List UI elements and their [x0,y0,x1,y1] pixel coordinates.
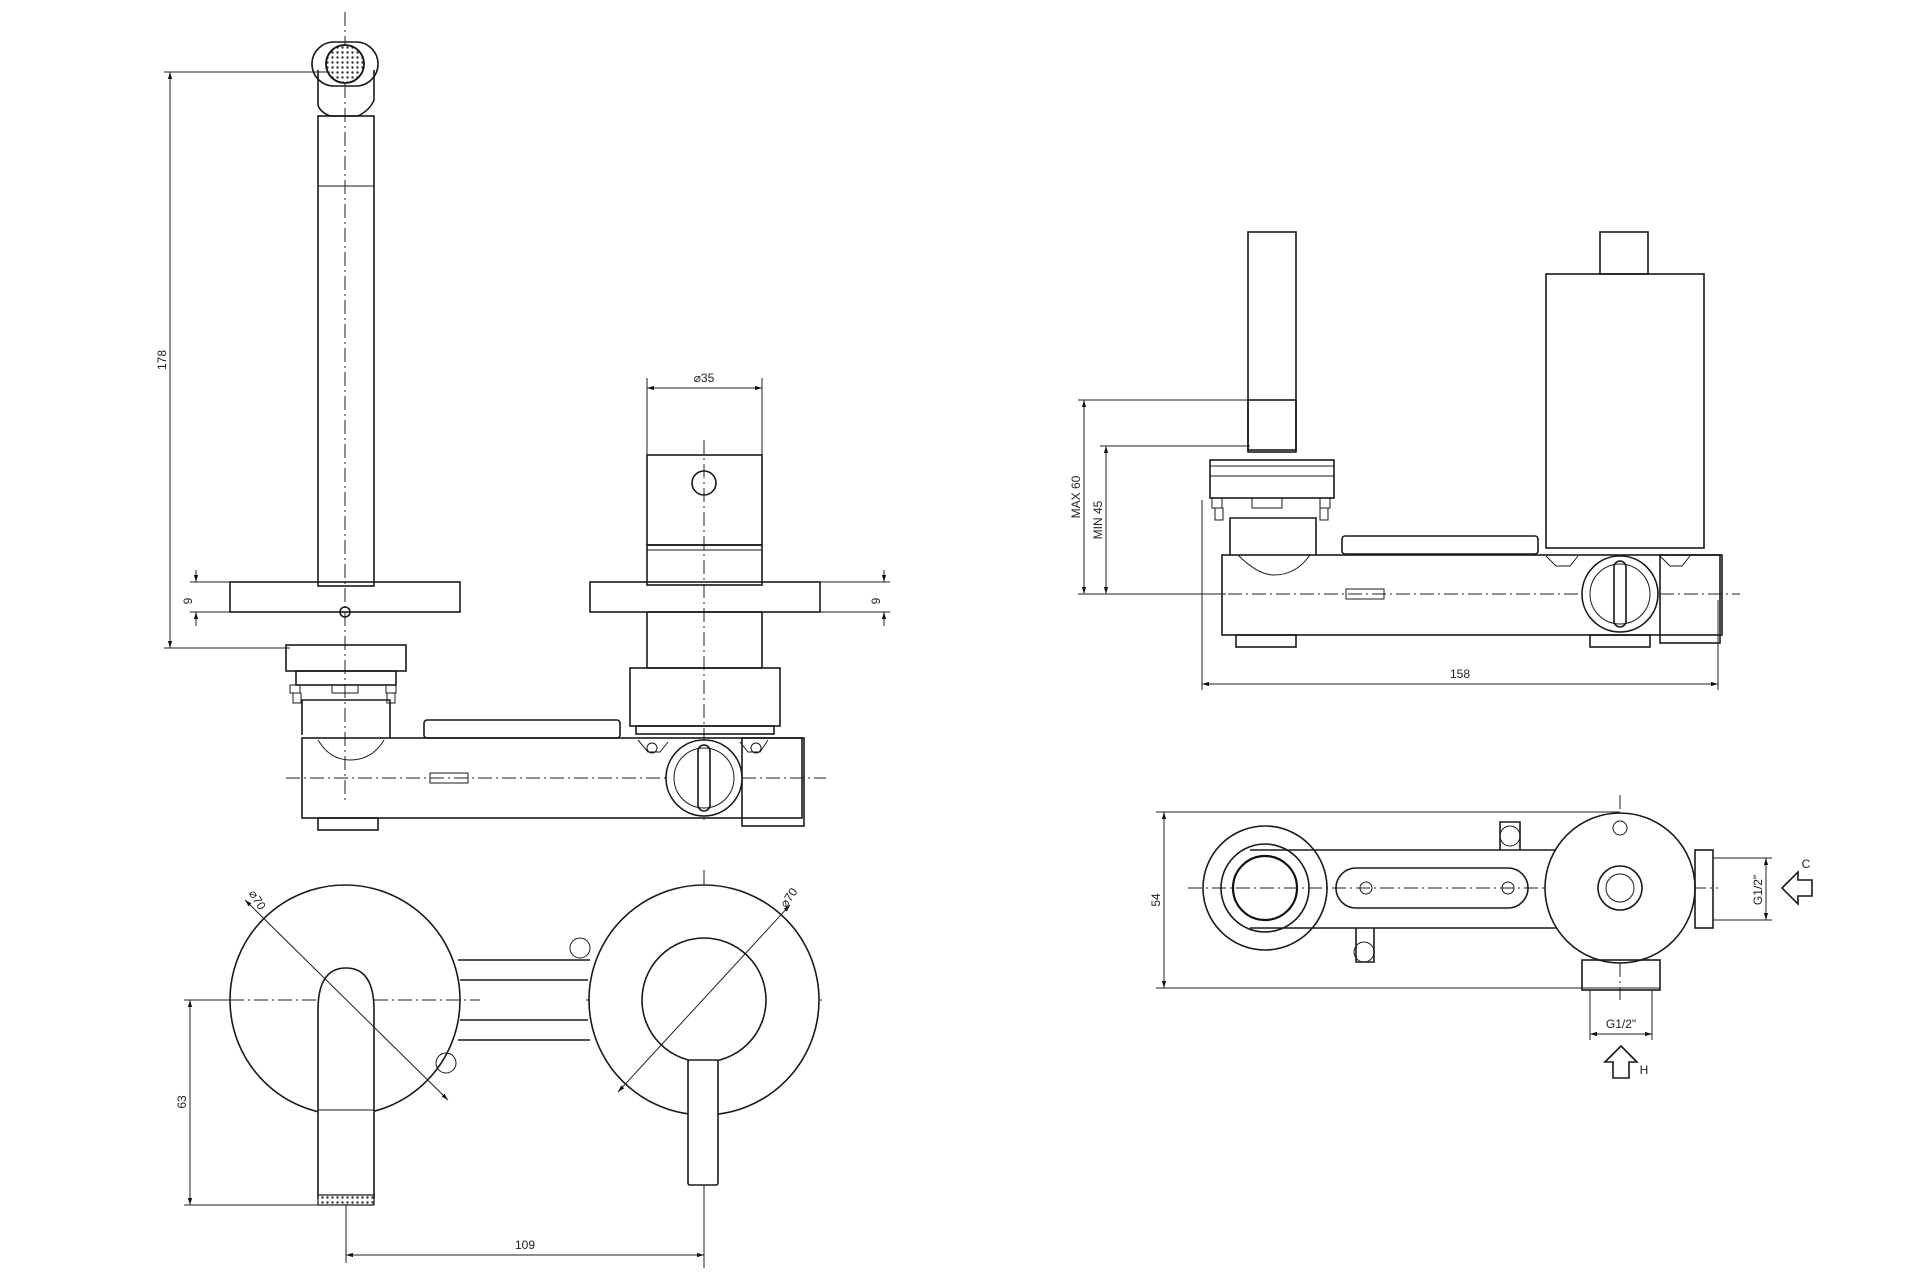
hot-label: H [1640,1063,1649,1077]
hot-inlet-arrow-icon [1603,1044,1639,1079]
dim-spout-projection: 63 [175,1095,189,1109]
dim-mixer-plate-diameter: ⌀70 [777,885,800,910]
dim-center-distance: 109 [515,1238,535,1252]
front-view: 178 9 9 ⌀35 [155,12,890,831]
top-view: ⌀70 ⌀70 63 109 [175,870,826,1270]
dim-spout-height: 178 [155,350,169,370]
cold-label: C [1802,857,1811,871]
dim-min-depth: MIN 45 [1091,500,1105,539]
dim-max-depth: MAX 60 [1069,475,1083,518]
cold-inlet-arrow-icon [1780,870,1813,906]
side-view: MAX 60 MIN 45 158 [1069,231,1740,690]
dim-body-length: 158 [1450,667,1470,681]
cold-connection [1694,849,1714,929]
aerator-icon [325,44,365,84]
dim-cold-connection: G1/2" [1751,875,1765,905]
dim-spout-plate-diameter: ⌀70 [246,887,269,912]
spout-wall-plate [229,581,461,613]
mixer-wall-plate [589,581,821,613]
dim-hot-connection: G1/2" [1606,1017,1636,1031]
in-wall-body [286,699,826,831]
dim-plate-right: 9 [869,597,883,604]
spout [311,12,379,800]
spout-port [1202,825,1328,951]
mixer-lever [687,1059,719,1186]
body-view: 54 G1/2" G1/2" C H [1149,795,1813,1079]
dim-plate-left: 9 [181,597,195,604]
dim-handle-diameter: ⌀35 [694,371,715,385]
mixer-cartridge [1545,273,1705,549]
dim-body-width: 54 [1149,893,1163,907]
hot-connection [1581,959,1661,991]
